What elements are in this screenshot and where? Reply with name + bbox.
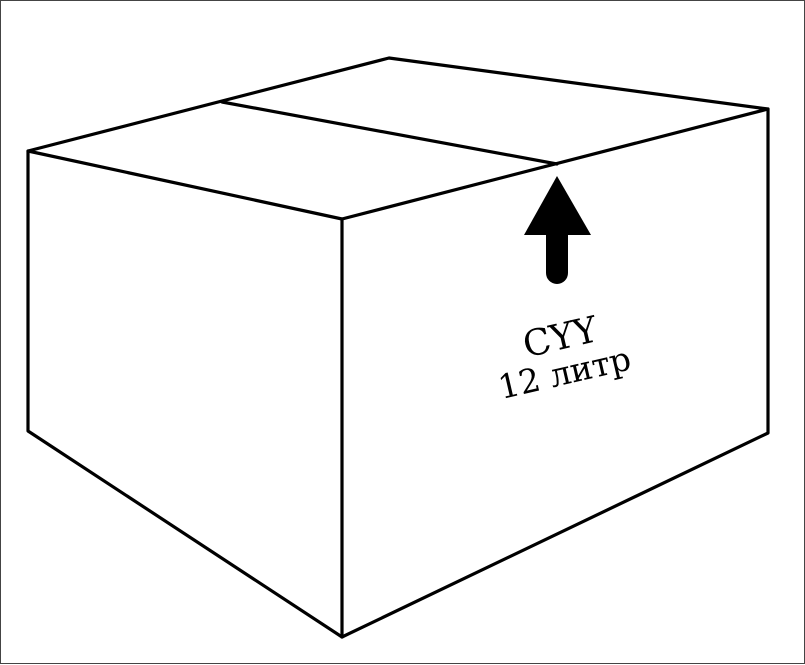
box-top-left-edge — [26, 149, 344, 221]
arrow-up-icon — [524, 176, 591, 284]
box-outline — [26, 56, 770, 639]
box-flap-seam — [220, 100, 559, 166]
